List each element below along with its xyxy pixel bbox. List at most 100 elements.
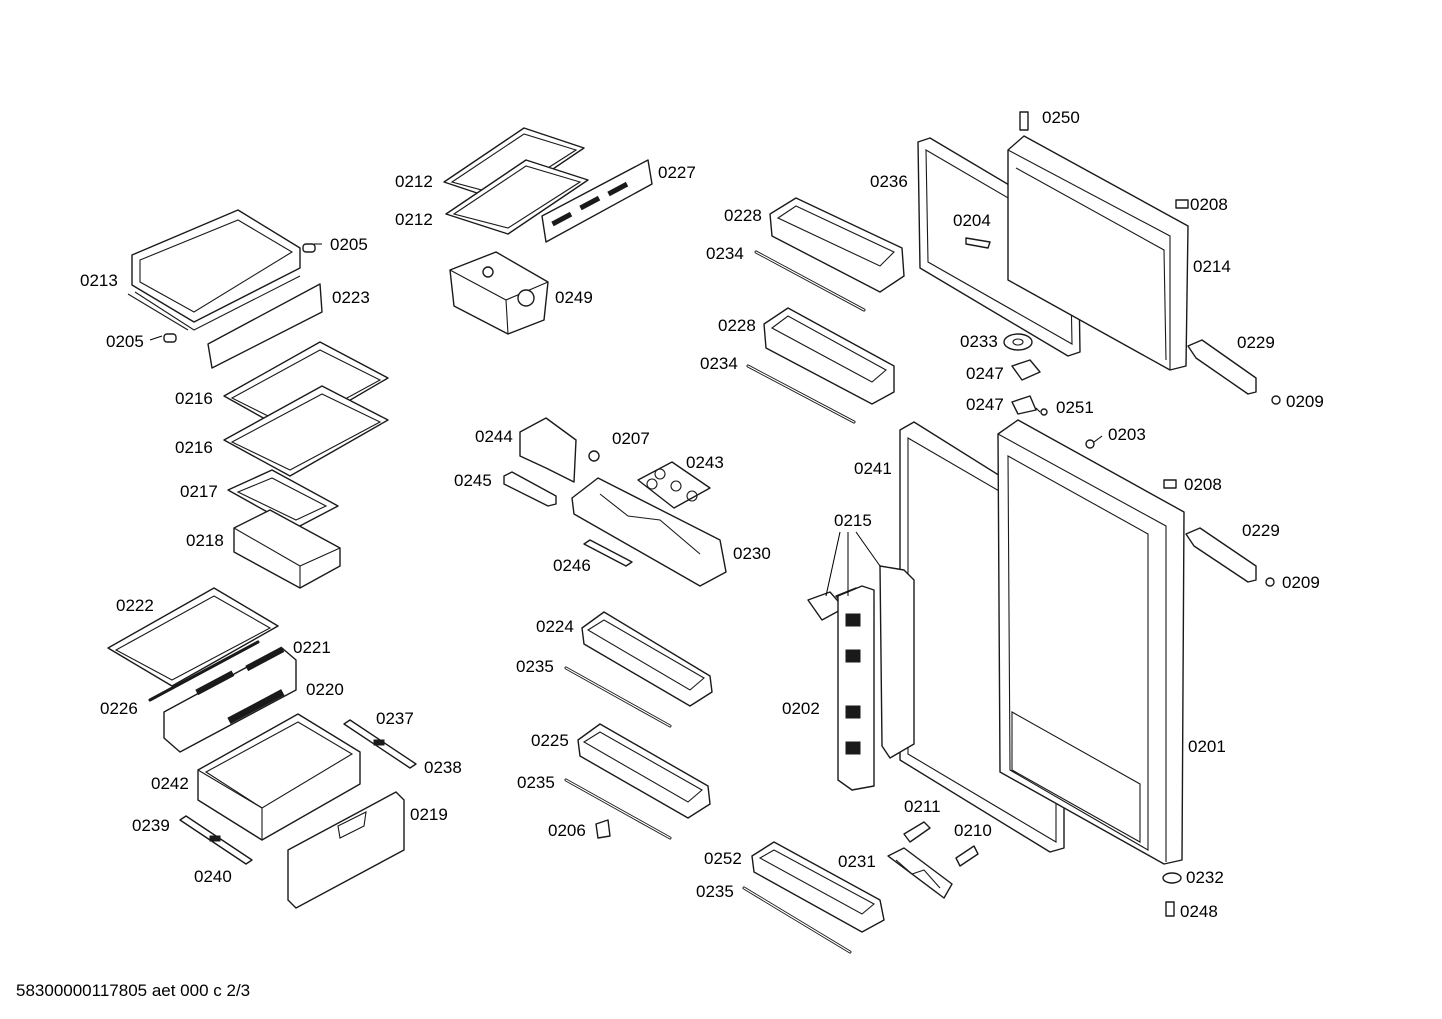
part-0216-shelf-lower [223,385,389,477]
part-0223-panel [207,283,323,369]
part-0249-control-unit [449,251,549,335]
part-0221-cover [163,646,297,753]
part-0229-handle-upper [1187,339,1257,395]
callout-0252: 0252 [704,849,742,868]
part-0248-screw [1165,901,1175,917]
callout-0206: 0206 [548,821,586,840]
part-0233-washer [1003,333,1033,351]
part-0250-screw [1019,111,1029,131]
callout-0214: 0214 [1193,257,1231,276]
part-0242-drawer [197,713,361,841]
part-0226-rod [148,640,260,702]
callout-0207: 0207 [612,429,650,448]
callout-0239: 0239 [132,816,170,835]
callout-0210: 0210 [954,821,992,840]
callout-0205: 0205 [330,235,368,254]
part-0210-bracket [955,845,979,867]
callout-0243: 0243 [686,453,724,472]
callout-0234: 0234 [706,244,744,263]
callout-0244: 0244 [475,427,513,446]
callout-0201: 0201 [1188,737,1226,756]
part-0214-upper-door [1007,135,1189,371]
callout-0202: 0202 [782,699,820,718]
part-0205-pin-upper [302,243,322,253]
callout-0226: 0226 [100,699,138,718]
callout-0234: 0234 [700,354,738,373]
callout-0209: 0209 [1286,392,1324,411]
callout-0235: 0235 [516,657,554,676]
callout-0247: 0247 [966,395,1004,414]
callout-0204: 0204 [953,211,991,230]
part-0234-rod-lower [746,364,856,424]
callout-0247: 0247 [966,364,1004,383]
part-0229-handle-lower [1185,527,1257,583]
part-0206-clip [595,819,611,839]
part-0235-rod-b [564,778,672,840]
part-0219-drawer-front [287,791,405,909]
part-0224-door-bin [581,611,713,707]
callout-0216: 0216 [175,438,213,457]
callout-0245: 0245 [454,471,492,490]
part-0225-door-bin [577,723,711,819]
part-0202-door-panel [837,565,915,791]
callout-0212: 0212 [395,210,433,229]
callout-0211: 0211 [904,797,941,816]
callout-0228: 0228 [718,316,756,335]
callout-0219: 0219 [410,805,448,824]
callout-0225: 0225 [531,731,569,750]
callout-0208: 0208 [1184,475,1222,494]
callout-0230: 0230 [733,544,771,563]
part-0222-glass-plate [107,587,279,687]
part-0203-screw [1085,439,1095,449]
callout-0209: 0209 [1282,573,1320,592]
part-0234-rod-upper [754,250,866,312]
callout-0223: 0223 [332,288,370,307]
part-0239-rail [179,815,253,865]
callout-0250: 0250 [1042,108,1080,127]
callout-0215: 0215 [834,511,872,530]
part-0231-spring [887,847,953,899]
part-0227-panel [541,159,653,243]
callout-0205: 0205 [106,332,144,351]
callout-labels: 0250 0212 0212 0227 0236 0208 0228 0204 … [80,108,1324,921]
callout-0227: 0227 [658,163,696,182]
callout-0251: 0251 [1056,398,1094,417]
part-0235-rod-a [564,666,672,728]
leader-lines [149,335,1103,597]
part-0230-holder [571,477,727,587]
callout-0240: 0240 [194,867,232,886]
part-0247-hinge-b [1011,395,1037,415]
part-0208-cap-lower [1163,479,1177,489]
part-0237-rail [343,719,417,769]
callout-0228: 0228 [724,206,762,225]
callout-0224: 0224 [536,617,574,636]
part-0205-pin-lower [163,333,177,343]
callout-0221: 0221 [293,638,331,657]
part-0207-knob [588,450,600,462]
part-0228-door-bin-upper [769,197,905,293]
part-0209-screw-upper [1271,395,1281,405]
callout-0248: 0248 [1180,902,1218,921]
callout-0229: 0229 [1242,521,1280,540]
callout-0236: 0236 [870,172,908,191]
part-0220-strip [227,689,285,724]
part-0211-bracket [903,821,931,843]
part-0201-lower-door [997,419,1185,865]
callout-0246: 0246 [553,556,591,575]
part-0212-seal-lower [445,159,589,235]
callout-0238: 0238 [424,758,462,777]
part-0208-cap-upper [1175,199,1189,209]
callout-0231: 0231 [838,852,876,871]
part-0246-strip [583,539,633,567]
callout-0233: 0233 [960,332,998,351]
callout-0235: 0235 [696,882,734,901]
callout-0213: 0213 [80,271,118,290]
part-0218-box [233,509,341,589]
drawing-code: 58300000117805 aet 000 c 2/3 [16,981,251,1000]
callout-0216: 0216 [175,389,213,408]
callout-0203: 0203 [1108,425,1146,444]
part-0251-pin [1040,408,1048,416]
part-0204-screw [965,237,991,249]
callout-0237: 0237 [376,709,414,728]
